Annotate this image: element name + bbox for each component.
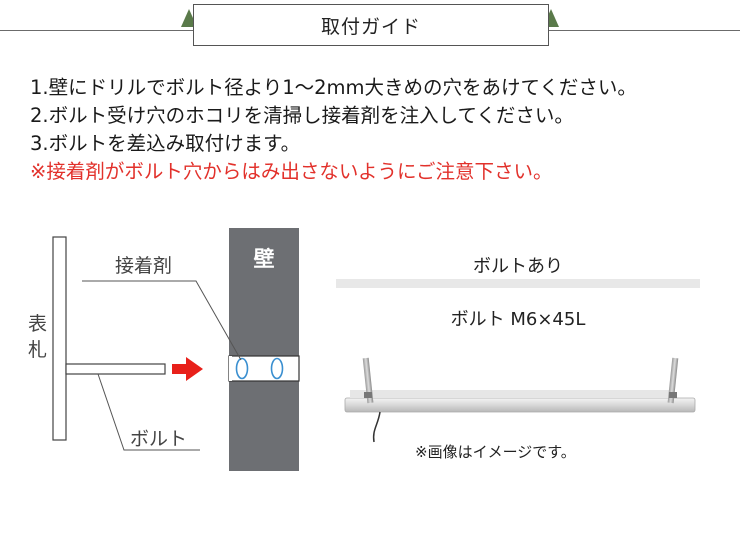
installation-diagram: 壁 表 札 接着剤 ボルト [28, 228, 300, 471]
adhesive-drop-left [235, 357, 249, 380]
image-disclaimer: ※画像はイメージです。 [415, 443, 576, 461]
instruction-list: 1.壁にドリルでボルト径より1～2mm大きめの穴をあけてください。 2.ボルト受… [30, 74, 730, 186]
instruction-step-3: 3.ボルトを差込み取付けます。 [30, 132, 301, 155]
bolt-section-divider [336, 279, 700, 288]
bolt-left-icon [362, 357, 374, 404]
bolt [65, 363, 166, 375]
bolt-right-icon [667, 357, 679, 404]
page-title: 取付ガイド [193, 4, 549, 46]
bolt-section-title: ボルトあり [473, 256, 563, 277]
wall [229, 228, 299, 471]
bolt-left-nut [364, 392, 372, 398]
bolt-label: ボルト [130, 428, 187, 450]
adhesive-drop-right [270, 357, 284, 380]
page-title-text: 取付ガイド [320, 15, 421, 38]
nameplate-bar-top [350, 390, 670, 398]
adhesive-label: 接着剤 [115, 255, 172, 277]
bolt-hole-opening [229, 356, 232, 381]
warning-text: ※接着剤がボルト穴からはみ出さないようにご注意下さい。 [30, 160, 553, 183]
bolt-leader-line [97, 373, 200, 451]
bolt-right-nut [669, 392, 677, 398]
insert-arrow [172, 357, 203, 381]
nameplate-bar [344, 397, 696, 413]
cable [372, 411, 381, 443]
instruction-step-1: 1.壁にドリルでボルト径より1～2mm大きめの穴をあけてください。 [30, 76, 637, 99]
adhesive-leader-line [82, 280, 242, 361]
instruction-step-2: 2.ボルト受け穴のホコリを清掃し接着剤を注入してください。 [30, 104, 574, 127]
bolt-size-label: ボルト M6×45L [450, 309, 586, 330]
name-plate [52, 236, 67, 441]
wall-label: 壁 [254, 247, 275, 271]
plate-label-char-2: 札 [28, 339, 47, 361]
product-image [344, 357, 696, 443]
plate-label-char-1: 表 [28, 313, 47, 335]
